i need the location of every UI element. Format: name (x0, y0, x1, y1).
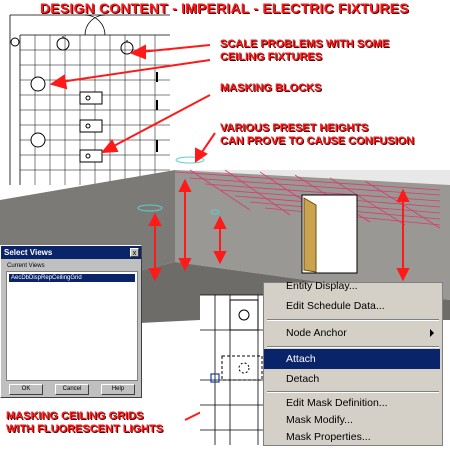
dialog-title: Select Views (1, 246, 141, 259)
help-button[interactable]: Help (101, 384, 135, 395)
ok-button[interactable]: OK (9, 384, 43, 395)
annotation-grids: MASKING CEILING GRIDS WITH FLUORESCENT L… (6, 410, 163, 436)
current-views-label: Current Views (7, 263, 45, 269)
views-list[interactable]: AecDbDispRepCeilingGrid (6, 271, 138, 381)
menu-item-node-anchor[interactable]: Node Anchor (264, 323, 440, 343)
annotation-grids-line1: MASKING CEILING GRIDS (6, 410, 144, 422)
menu-separator (267, 391, 439, 393)
menu-item-edit-mask-definition[interactable]: Edit Mask Definition... (286, 397, 388, 409)
close-icon[interactable]: x (130, 248, 139, 257)
annotation-grids-line2: WITH FLUORESCENT LIGHTS (6, 423, 164, 435)
submenu-arrow-icon (430, 329, 434, 337)
annotation-heights-line2: CAN PROVE TO CAUSE CONFUSION (220, 135, 415, 147)
list-item[interactable]: AecDbDispRepCeilingGrid (9, 274, 135, 282)
menu-item-edit-schedule-data[interactable]: Edit Schedule Data... (286, 300, 385, 312)
menu-item-attach[interactable]: Attach (264, 349, 440, 369)
menu-separator (267, 346, 439, 348)
annotation-scale-line2: CEILING FIXTURES (220, 51, 323, 63)
annotation-masking-blocks: MASKING BLOCKS (220, 82, 322, 94)
plan-view (0, 8, 175, 188)
plan-detail (200, 294, 264, 445)
annotation-heights-line1: VARIOUS PRESET HEIGHTS (220, 122, 369, 134)
page-title: DESIGN CONTENT - IMPERIAL - ELECTRIC FIX… (40, 0, 409, 16)
menu-item-mask-modify[interactable]: Mask Modify... (286, 414, 353, 426)
menu-separator (267, 319, 439, 321)
menu-item-entity-display[interactable]: Entity Display... (286, 280, 358, 292)
context-menu: Entity Display... Edit Schedule Data... … (263, 280, 443, 446)
cancel-button[interactable]: Cancel (55, 384, 89, 395)
annotation-heights: VARIOUS PRESET HEIGHTS CAN PROVE TO CAUS… (220, 122, 414, 148)
select-views-dialog: Select Views x Current Views AecDbDispRe… (0, 245, 142, 398)
annotation-scale-line1: SCALE PROBLEMS WITH SOME (220, 38, 390, 50)
menu-item-node-anchor-label: Node Anchor (286, 327, 347, 339)
annotation-scale: SCALE PROBLEMS WITH SOME CEILING FIXTURE… (220, 38, 389, 64)
menu-item-detach[interactable]: Detach (286, 373, 320, 385)
menu-item-mask-properties[interactable]: Mask Properties... (286, 431, 371, 443)
